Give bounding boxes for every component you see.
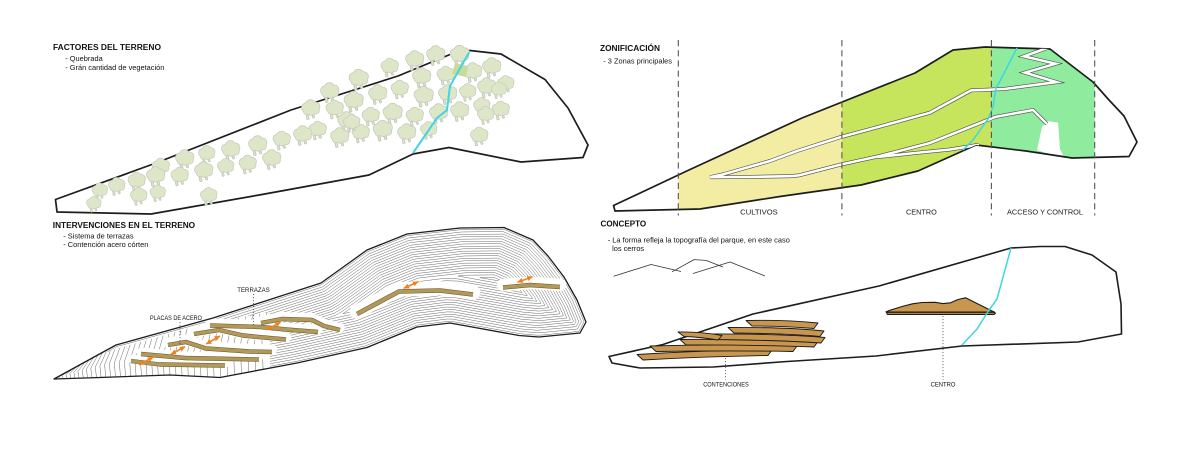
svg-text:- 3 Zonas principales: - 3 Zonas principales xyxy=(603,56,672,65)
svg-text:FACTORES DEL TERRENO: FACTORES DEL TERRENO xyxy=(53,43,161,52)
svg-text:CULTIVOS: CULTIVOS xyxy=(740,209,778,216)
svg-text:- Grán cantidad de vegetación: - Grán cantidad de vegetación xyxy=(65,63,164,72)
svg-text:- La forma refleja la topograf: - La forma refleja la topografía del par… xyxy=(608,236,790,245)
svg-text:CONCEPTO: CONCEPTO xyxy=(601,219,647,228)
svg-text:PLACAS DE ACERO: PLACAS DE ACERO xyxy=(150,315,202,322)
svg-text:- Sistema de terrazas: - Sistema de terrazas xyxy=(63,231,134,240)
svg-text:ZONIFICACIÓN: ZONIFICACIÓN xyxy=(600,44,660,53)
svg-text:CONTENCIONES: CONTENCIONES xyxy=(703,382,749,389)
svg-text:CENTRO: CENTRO xyxy=(906,209,937,216)
svg-text:INTERVENCIONES EN EL TERRENO: INTERVENCIONES EN EL TERRENO xyxy=(53,221,195,230)
svg-text:los cerros: los cerros xyxy=(612,244,644,253)
svg-text:- Contención acero córten: - Contención acero córten xyxy=(63,240,148,249)
svg-text:TERRAZAS: TERRAZAS xyxy=(237,287,269,294)
svg-text:- Quebrada: - Quebrada xyxy=(65,54,103,63)
svg-text:ACCESO Y CONTROL: ACCESO Y CONTROL xyxy=(1007,209,1083,216)
svg-text:CENTRO: CENTRO xyxy=(931,382,956,389)
